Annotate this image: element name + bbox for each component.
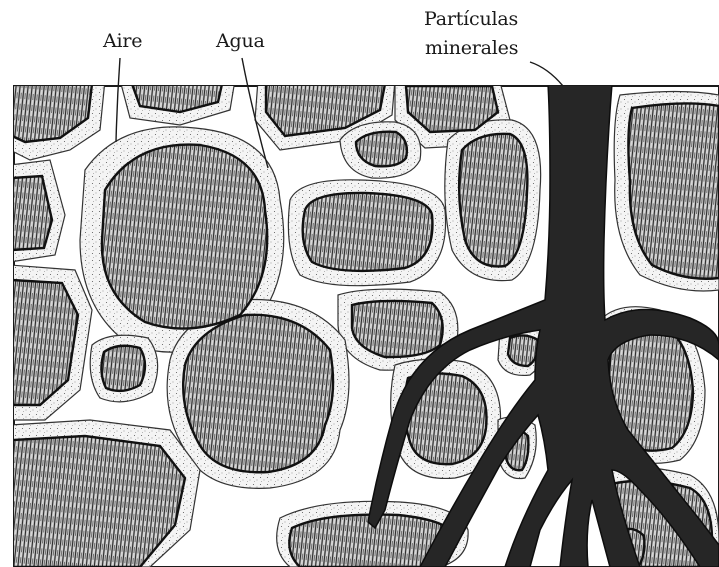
label-air: Aire [103, 30, 142, 52]
label-water: Agua [216, 30, 265, 52]
mineral-leader-line [530, 62, 563, 86]
label-mineral-particles-line2: minerales [425, 37, 518, 59]
label-mineral-particles-line1: Partículas [424, 8, 518, 30]
